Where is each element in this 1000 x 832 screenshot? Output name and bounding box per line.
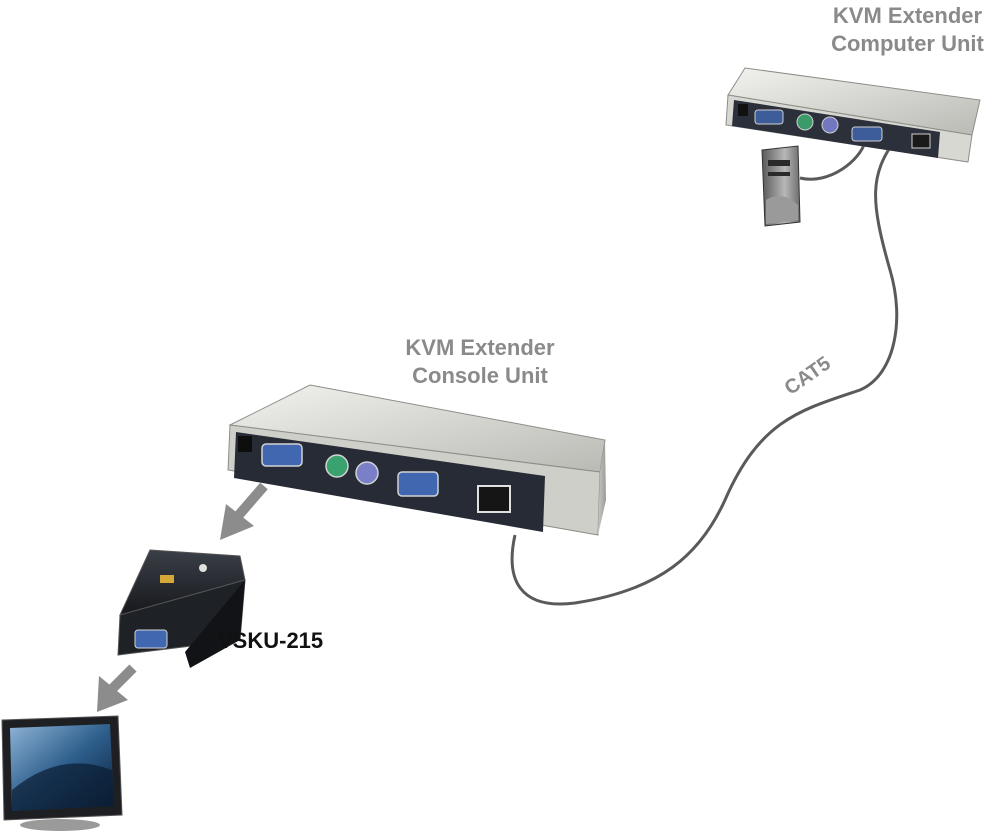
vga-port-icon bbox=[134, 629, 168, 649]
console-unit-label: KVM Extender Console Unit bbox=[380, 334, 580, 390]
adapter-label: VSKU-215 bbox=[218, 628, 324, 653]
vga-port-icon bbox=[851, 126, 883, 142]
power-jack-icon bbox=[738, 104, 748, 116]
computer-link-cable bbox=[799, 141, 867, 181]
ps2-port-icon bbox=[796, 113, 814, 131]
vsku-adapter-device bbox=[117, 549, 246, 668]
cat5-cable bbox=[510, 139, 899, 606]
computer-unit-label-line2: Computer Unit bbox=[831, 31, 984, 56]
down-arrow-icon bbox=[97, 664, 137, 712]
console-unit-label-line1: KVM Extender bbox=[405, 335, 555, 360]
console-unit-label-line2: Console Unit bbox=[412, 363, 548, 388]
ps2-port-icon bbox=[821, 116, 839, 134]
ps2-port-icon bbox=[325, 454, 349, 478]
vga-port-icon bbox=[261, 443, 303, 467]
computer-tower-icon bbox=[761, 145, 801, 227]
vga-port-icon bbox=[754, 109, 784, 125]
computer-unit-label: KVM Extender Computer Unit bbox=[810, 2, 1000, 58]
computer-unit-device bbox=[725, 67, 981, 163]
computer-unit-label-line1: KVM Extender bbox=[832, 3, 983, 28]
rj45-port-icon bbox=[911, 133, 931, 149]
monitor-icon bbox=[1, 715, 123, 831]
ps2-port-icon bbox=[355, 461, 379, 485]
down-arrow-icon bbox=[220, 482, 268, 540]
console-unit-device bbox=[227, 384, 606, 536]
vga-port-icon bbox=[397, 471, 439, 497]
rj45-port-icon bbox=[477, 485, 511, 513]
power-jack-icon bbox=[238, 436, 252, 452]
